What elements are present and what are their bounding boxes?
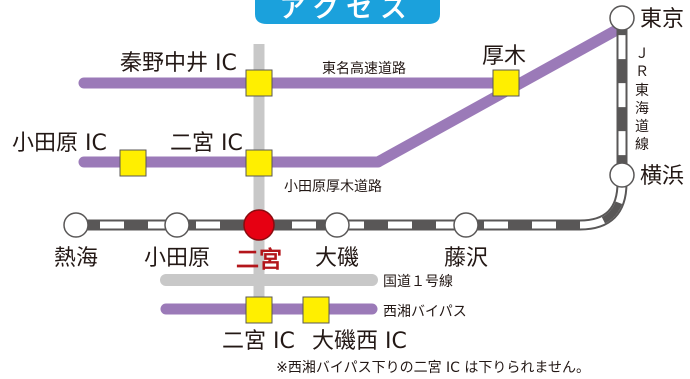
odawara-atsugi-road <box>78 21 628 168</box>
title: アクセス <box>280 0 415 24</box>
ic-atsugi-label: 厚木 <box>482 44 526 69</box>
station-fujisawa-marker <box>453 212 479 238</box>
jr-line-char: Ｊ <box>635 46 649 62</box>
jr-line-char: Ｒ <box>635 64 649 80</box>
ic-oiso-west-marker <box>302 296 330 324</box>
jr-line-char: 道 <box>635 119 649 135</box>
station-atami-marker <box>63 212 89 238</box>
jr-line-dashes <box>76 27 626 229</box>
seisho-label: 西湘バイパス <box>383 304 467 320</box>
odawara-atsugi-label: 小田原厚木道路 <box>284 179 382 195</box>
station-tokyo-marker <box>609 5 635 31</box>
jr-line-char: 海 <box>635 101 649 117</box>
ic-ninomiya-south-marker <box>245 296 273 324</box>
station-ninomiya-marker <box>243 209 275 241</box>
station-atami-label: 熱海 <box>54 246 98 271</box>
station-ninomiya-label: 二宮 <box>236 246 282 273</box>
station-odawara-marker <box>164 212 190 238</box>
station-oiso-marker <box>324 212 350 238</box>
station-tokyo-label: 東京 <box>640 7 684 32</box>
ic-hadano-nakai-label: 秦野中井 IC <box>120 51 237 76</box>
ic-ninomiya-south-label: 二宮 IC <box>222 329 295 354</box>
station-oiso-label: 大磯 <box>315 246 359 271</box>
ic-atsugi-marker <box>492 69 520 97</box>
ic-hadano-nakai-marker <box>245 69 273 97</box>
jr-line-char: 東 <box>635 83 649 99</box>
title-banner <box>255 0 440 24</box>
tomei-label: 東名高速道路 <box>322 60 406 77</box>
footnote: ※西湘バイパス下りの二宮 IC は下りられません。 <box>276 360 590 376</box>
ic-ninomiya-north-label: 二宮 IC <box>170 131 243 156</box>
route1-label: 国道１号線 <box>383 274 453 290</box>
station-odawara-label: 小田原 <box>144 246 210 271</box>
ic-oiso-west-label: 大磯西 IC <box>312 329 407 354</box>
jr-line-char: 線 <box>635 137 649 153</box>
station-yokohama-marker <box>609 162 635 188</box>
station-fujisawa-label: 藤沢 <box>444 246 488 271</box>
ic-odawara-marker <box>119 149 147 177</box>
station-yokohama-label: 横浜 <box>640 164 684 189</box>
ic-ninomiya-north-marker <box>245 149 273 177</box>
ic-odawara-label: 小田原 IC <box>12 131 107 156</box>
